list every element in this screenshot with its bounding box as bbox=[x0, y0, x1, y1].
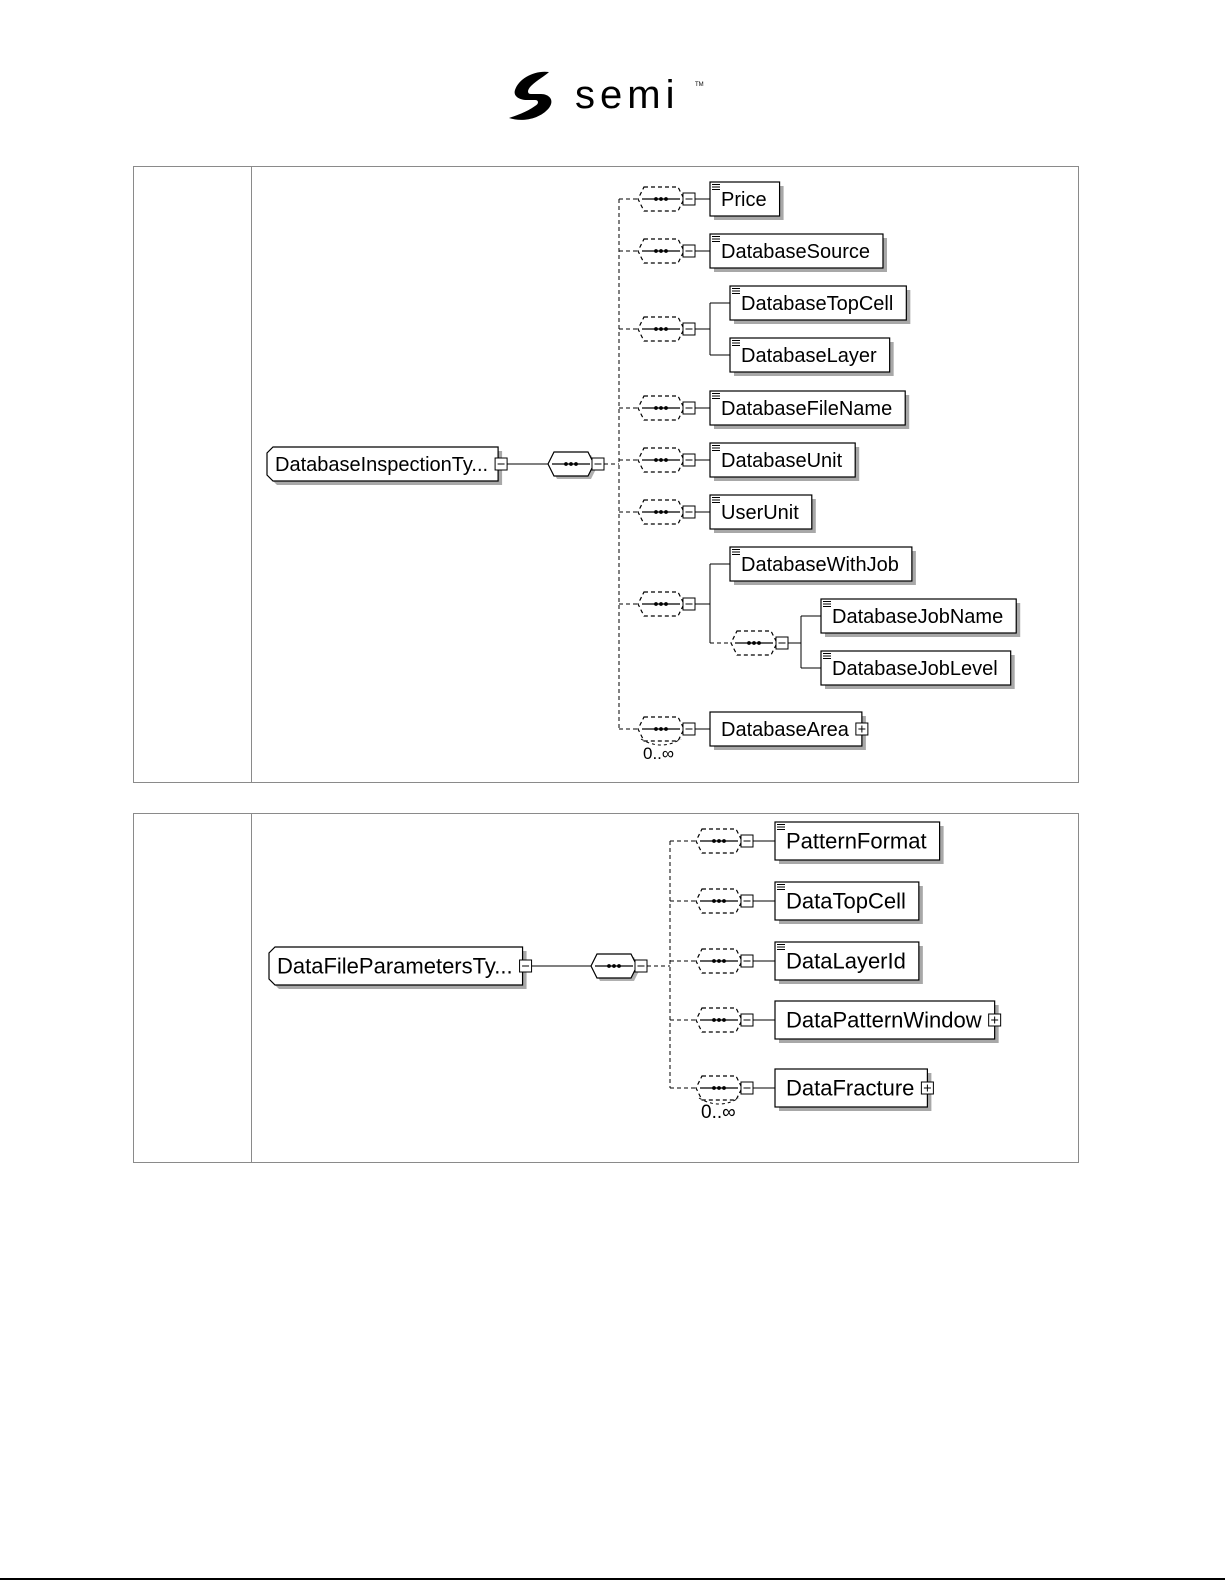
multiplicity-label: 0..∞ bbox=[643, 744, 674, 763]
element-label-datalayerid: DataLayerId bbox=[786, 949, 906, 974]
element-label-databasejoblevel: DatabaseJobLevel bbox=[832, 658, 998, 680]
element-label-databasewithjob: DatabaseWithJob bbox=[741, 554, 899, 576]
root-type-label: DatabaseInspectionTy... bbox=[275, 454, 488, 476]
element-label-databaseunit: DatabaseUnit bbox=[721, 450, 843, 472]
multiplicity-label: 0..∞ bbox=[701, 1102, 736, 1123]
element-label-price: Price bbox=[721, 189, 767, 211]
element-label-databasearea: DatabaseArea bbox=[721, 719, 850, 741]
schema-diagram-data-file-parameters: DataFileParametersTy... PatternFormatData… bbox=[134, 814, 1078, 1162]
element-label-patternformat: PatternFormat bbox=[786, 829, 927, 854]
schema-diagram-database-inspection: DatabaseInspectionTy... PriceDatabaseSour… bbox=[134, 167, 1078, 782]
element-label-datafracture: DataFracture bbox=[786, 1076, 914, 1101]
element-label-datapatternwindow: DataPatternWindow bbox=[786, 1008, 982, 1033]
semi-logo-text: semi bbox=[575, 73, 679, 117]
bottom-rule bbox=[0, 1578, 1225, 1580]
element-label-databasetopcell: DatabaseTopCell bbox=[741, 293, 893, 315]
semi-logo-trademark: TM bbox=[695, 82, 704, 88]
element-label-databaselayer: DatabaseLayer bbox=[741, 345, 877, 367]
element-label-databasejobname: DatabaseJobName bbox=[832, 606, 1003, 628]
semi-logo: semi TM bbox=[505, 68, 715, 124]
element-label-userunit: UserUnit bbox=[721, 502, 799, 524]
element-label-databasesource: DatabaseSource bbox=[721, 241, 870, 263]
semi-logo-mark-icon bbox=[509, 72, 551, 120]
element-label-databasefilename: DatabaseFileName bbox=[721, 398, 892, 420]
element-label-datatopcell: DataTopCell bbox=[786, 889, 906, 914]
root-type-label: DataFileParametersTy... bbox=[277, 954, 513, 979]
